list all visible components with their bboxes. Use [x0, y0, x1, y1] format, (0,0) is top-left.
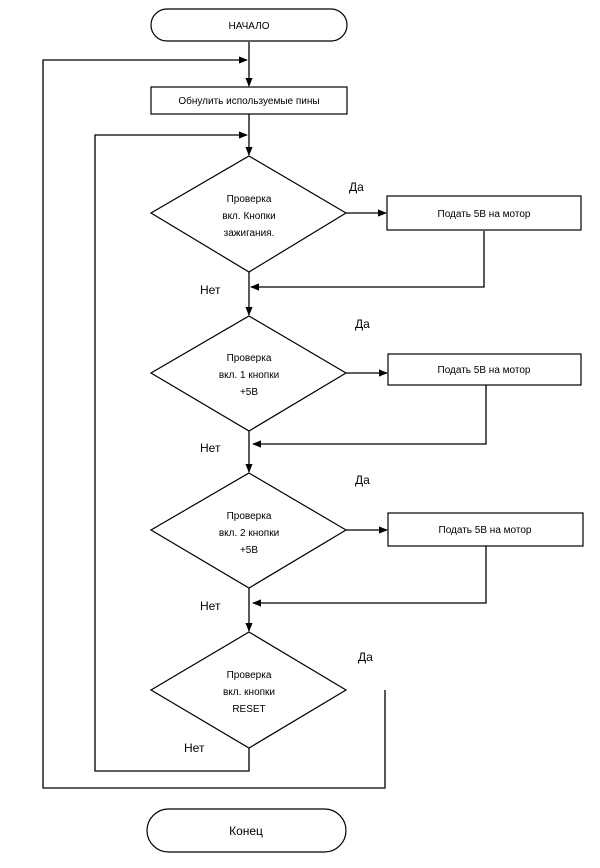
decision-4-no-label: Нет: [184, 741, 205, 755]
action-1-label: Подать 5В на мотор: [438, 209, 531, 220]
action-2-process: Подать 5В на мотор: [387, 353, 582, 386]
decision-2-yes-label: Да: [355, 317, 370, 331]
decision-1-line-1: Проверка: [227, 194, 272, 205]
flow-action-3-return: [252, 546, 487, 607]
connectors: [42, 42, 487, 789]
decision-button-1: Проверка вкл. 1 кнопки +5В: [149, 315, 348, 432]
decision-4-line-3: RESET: [232, 704, 265, 715]
action-1-process: Подать 5В на мотор: [386, 195, 582, 231]
decision-2-no-label: Нет: [200, 441, 221, 455]
decision-1-line-3: зажигания.: [224, 228, 275, 239]
reset-pins-process: Обнулить используемые пины: [150, 86, 348, 115]
decision-3-yes-label: Да: [355, 473, 370, 487]
decision-2-line-2: вкл. 1 кнопки: [219, 370, 279, 381]
reset-pins-label: Обнулить используемые пины: [178, 95, 319, 107]
flow-reset-no-loop: [94, 131, 250, 772]
decision-3-line-3: +5В: [240, 545, 258, 556]
end-label: Конец: [229, 824, 263, 838]
decision-ignition: Проверка вкл. Кнопки зажигания.: [149, 155, 348, 273]
action-2-label: Подать 5В на мотор: [438, 365, 531, 376]
flow-action-1-return: [250, 231, 485, 291]
decision-1-no-label: Нет: [200, 283, 221, 297]
start-label: НАЧАЛО: [228, 21, 269, 32]
decision-3-line-1: Проверка: [227, 511, 272, 522]
decision-4-line-2: вкл. кнопки: [223, 687, 275, 698]
decision-4-yes-label: Да: [358, 650, 373, 664]
decision-3-line-2: вкл. 2 кнопки: [219, 528, 279, 539]
start-terminator: НАЧАЛО: [150, 8, 348, 42]
decision-1-yes-label: Да: [349, 180, 364, 194]
decision-reset-button: Проверка вкл. кнопки RESET: [149, 631, 348, 749]
decision-button-2: Проверка вкл. 2 кнопки +5В: [149, 472, 348, 589]
decision-2-line-3: +5В: [240, 387, 258, 398]
flow-action-2-return: [252, 385, 487, 448]
decision-1-line-2: вкл. Кнопки: [222, 211, 275, 222]
end-terminator: Конец: [146, 808, 347, 853]
action-3-process: Подать 5В на мотор: [387, 512, 584, 547]
decision-3-no-label: Нет: [200, 599, 221, 613]
decision-2-line-1: Проверка: [227, 353, 272, 364]
decision-4-line-1: Проверка: [227, 670, 272, 681]
action-3-label: Подать 5В на мотор: [439, 525, 532, 536]
flow-reset-loop-return: [42, 56, 386, 789]
